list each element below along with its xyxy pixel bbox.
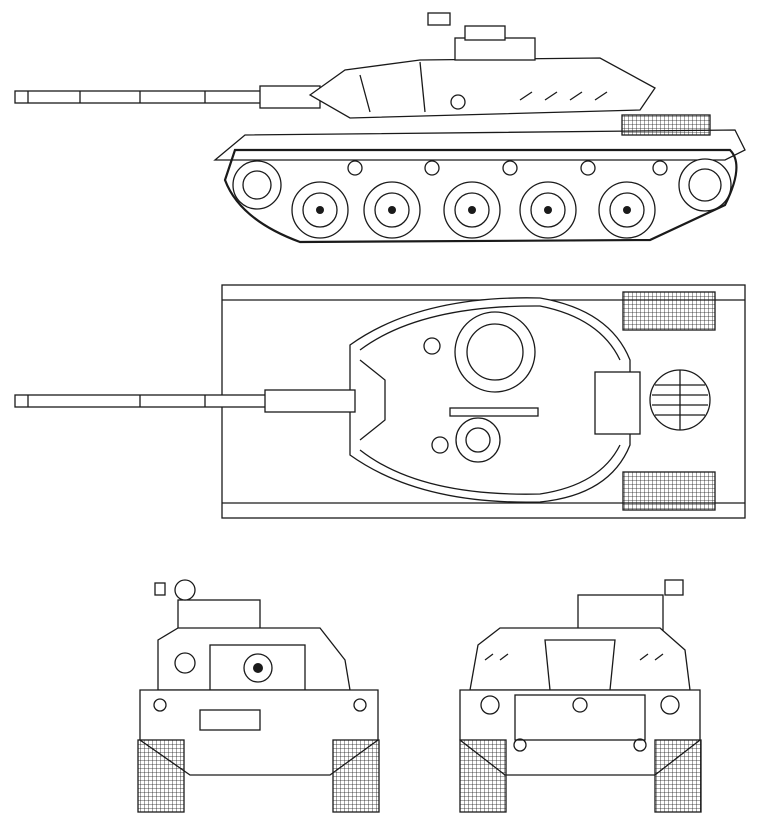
- gun-barrel-top: [14, 389, 356, 413]
- commander-cupola: [454, 37, 536, 61]
- turret: [308, 12, 656, 119]
- rear-view: [459, 579, 702, 813]
- return-rollers: [347, 160, 668, 176]
- turret-top: [349, 297, 631, 503]
- top-view: [14, 284, 746, 519]
- gun-barrel: [14, 85, 321, 109]
- front-view: [137, 579, 380, 813]
- hull: [213, 114, 746, 161]
- road-wheels: [291, 181, 656, 239]
- track: [223, 148, 738, 244]
- side-view: [14, 12, 746, 244]
